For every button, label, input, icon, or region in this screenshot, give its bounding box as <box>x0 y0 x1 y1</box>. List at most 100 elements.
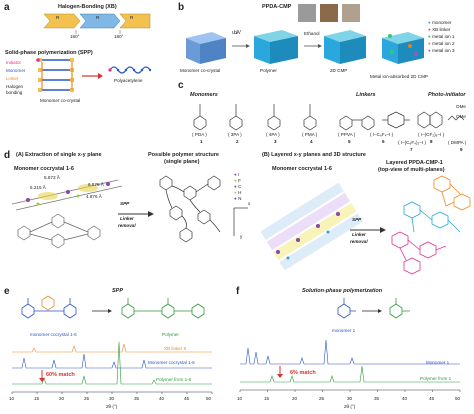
label-bonding: bonding <box>6 90 23 95</box>
metal-cube <box>382 32 424 64</box>
molecule-structures <box>193 104 465 131</box>
d-b-cocrystal: Monomer cocrystal 1-6 <box>272 166 332 172</box>
f-tick-35: 35 <box>374 396 380 401</box>
panel-c-letter: c <box>178 80 184 91</box>
e-label-linker: XB linker 6 <box>164 346 187 351</box>
cube-sequence: UV <box>186 30 366 64</box>
panel-f-letter: f <box>236 286 240 297</box>
axis-y-label: y <box>240 234 243 239</box>
legend-metal-3: metal ion 3 <box>432 48 455 53</box>
f-title: Solution-phase polymerization <box>302 288 383 294</box>
e-xlabel: 2θ (°) <box>106 404 118 409</box>
compound-5-name: ( PPVA ) <box>338 132 356 137</box>
f-xlabel: 2θ (°) <box>344 404 356 409</box>
xb-r-right: R <box>130 15 134 20</box>
ppda-photos <box>298 4 360 22</box>
group-photo: Photo-initiator <box>428 92 466 98</box>
e-structures <box>21 295 205 319</box>
uv-label: UV <box>232 30 239 35</box>
d-b-linker: Linker <box>352 232 366 237</box>
caption-cocrystal: Monomer co-crystal <box>180 68 221 73</box>
e-tick-20: 20 <box>59 396 65 401</box>
d-a-cocrystal: Monomer cocrystal 1-6 <box>14 166 74 172</box>
atom-c: C <box>238 184 242 189</box>
e-tick-50: 50 <box>206 396 212 401</box>
d-a-possible: Possible polymer structure <box>148 152 219 158</box>
e-polymer-label: Polymer <box>162 332 179 337</box>
f-tick-25: 25 <box>319 396 325 401</box>
cocrystal-caption: Monomer co-crystal <box>40 98 81 103</box>
compound-8-num: 8 <box>430 139 433 144</box>
legend-metal-2: metal ion 2 <box>432 41 455 46</box>
ethanol-label: Ethanol <box>304 31 320 36</box>
e-tick-10: 10 <box>9 396 15 401</box>
compound-4-name: ( PMA ) <box>302 132 318 137</box>
f-tick-40: 40 <box>402 396 408 401</box>
d-a-removal: removal <box>118 223 136 228</box>
atom-n: N <box>238 196 242 201</box>
compound-3-name: ( 4PA ) <box>266 132 280 137</box>
e-tick-35: 35 <box>134 396 140 401</box>
e-tick-25: 25 <box>84 396 90 401</box>
f-tick-15: 15 <box>264 396 270 401</box>
label-halogen: Halogen <box>6 84 24 89</box>
label-monomer: Monomer <box>6 68 26 73</box>
f-tick-50: 50 <box>455 396 461 401</box>
compound-2-num: 2 <box>236 139 239 144</box>
e-label-cocrystal: Monomer cocrystal 1-6 <box>148 360 195 365</box>
layered-network <box>391 175 471 275</box>
f-match: 6% match <box>290 370 316 376</box>
compound-4-num: 4 <box>310 139 313 144</box>
d-b-layered: Layered PPDA-CMP-1 <box>386 160 443 166</box>
spp-title: Solid-phase polymerization (SPP) <box>5 50 93 56</box>
f-tick-45: 45 <box>429 396 435 401</box>
compound-6-num: 6 <box>382 139 385 144</box>
ome-a: OMe <box>456 104 466 109</box>
single-plane-network <box>159 175 221 243</box>
legend-metal-1: metal ion 1 <box>432 34 455 39</box>
label-initiator: Initiator <box>6 60 22 65</box>
f-monomer-label: monomer 1 <box>332 328 356 333</box>
compound-3-num: 3 <box>274 139 277 144</box>
caption-polymer: Polymer <box>260 68 277 73</box>
xb-r-left: R <box>56 15 60 20</box>
distance-3: 6.578 Å <box>88 182 104 187</box>
distance-4: 4.876 Å <box>86 194 102 199</box>
layered-crystal <box>260 182 363 271</box>
distance-2: 5.215 Å <box>30 185 46 190</box>
xb-scheme <box>43 13 151 34</box>
f-label-polymer: Polymer from 1 <box>420 376 452 381</box>
caption-metal: Metal ion-absorbed 2D CMP <box>370 74 428 79</box>
d-b-title: (B) Layered x-y planes and 3D structure <box>262 152 366 158</box>
d-a-spp: SPP <box>120 201 130 206</box>
d-a-single: (single plane) <box>164 159 200 165</box>
e-match: 60% match <box>46 372 75 378</box>
f-tick-20: 20 <box>292 396 298 401</box>
f-structures <box>337 298 410 319</box>
axis-x-label: x <box>248 201 251 206</box>
f-label-monomer: Monomer 1 <box>426 360 450 365</box>
compound-8-name: ( I–(CF₂)₆–I ) <box>418 132 445 137</box>
e-tick-45: 45 <box>184 396 190 401</box>
panel-b-letter: b <box>178 2 185 13</box>
spp-arrow-b <box>350 227 386 233</box>
angle-left: 180° <box>70 34 80 39</box>
compound-7-num: 7 <box>410 147 413 152</box>
group-monomers: Monomers <box>190 92 218 98</box>
spp-arrow-a <box>118 211 154 217</box>
distance-1: 5.673 Å <box>44 175 60 180</box>
compound-7-name: ( I–(C₆F₄)₂–I ) <box>398 140 426 145</box>
compound-6-name: ( I–C₆F₄–I ) <box>370 132 394 137</box>
compound-9-name: ( DMPA ) <box>448 140 467 145</box>
compound-1-name: ( PDA ) <box>192 132 207 137</box>
d-b-topview: (top-view of multi-planes) <box>378 167 445 173</box>
crystal-packing <box>11 179 123 211</box>
e-monomer-label: monomer cocrystal 1-6 <box>30 332 77 337</box>
xb-r-mid: R <box>96 15 100 20</box>
svg-text:UV: UV <box>234 30 242 36</box>
atom-h: H <box>238 190 242 195</box>
e-xrd-plot <box>11 341 213 394</box>
compound-1-num: 1 <box>200 139 203 144</box>
caption-2d-cmp: 2D CMP <box>330 68 348 73</box>
e-tick-30: 30 <box>109 396 115 401</box>
